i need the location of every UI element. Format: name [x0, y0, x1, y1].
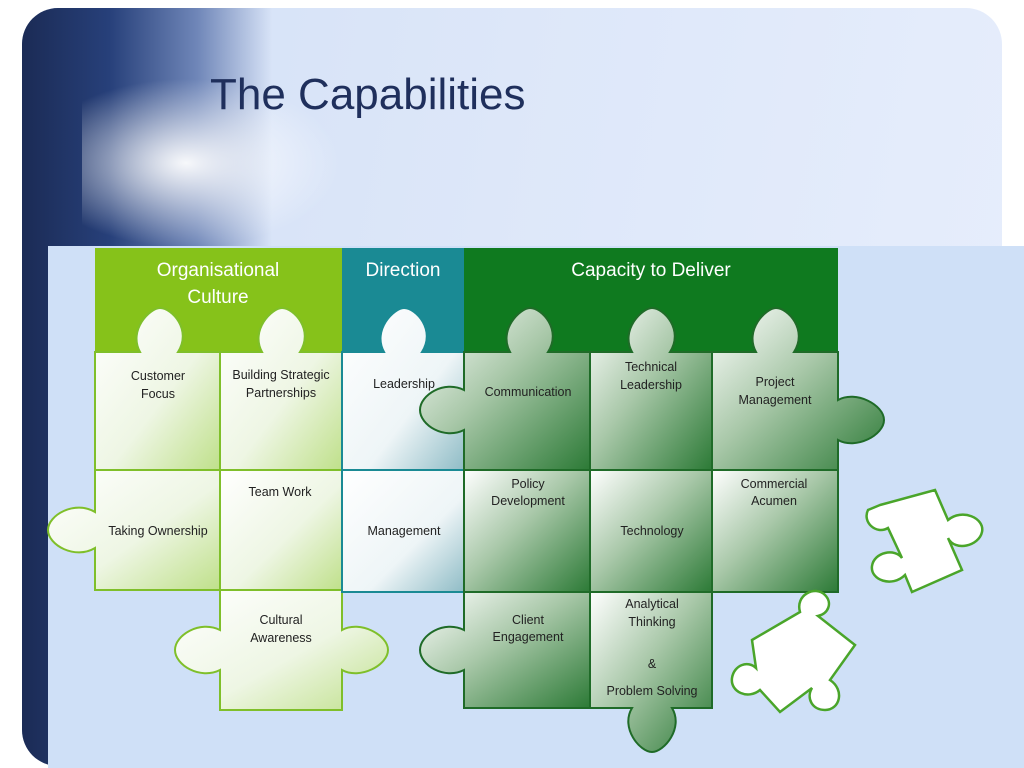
- piece-cultural-awareness: Cultural Awareness: [173, 589, 390, 711]
- commercial-acumen-label-1: Commercial: [741, 477, 808, 491]
- piece-project-management: Project Management: [711, 306, 886, 471]
- building-partnerships-label-1: Building Strategic: [232, 368, 329, 382]
- communication-label: Communication: [485, 385, 572, 399]
- taking-ownership-label: Taking Ownership: [108, 524, 207, 538]
- analytical-label-3: &: [648, 657, 657, 671]
- project-management-label-1: Project: [756, 375, 795, 389]
- policy-development-label-1: Policy: [511, 477, 545, 491]
- loose-piece-lower: [730, 589, 857, 714]
- technical-leadership-label-2: Leadership: [620, 378, 682, 392]
- technology-label: Technology: [620, 524, 684, 538]
- client-engagement-label-2: Engagement: [493, 630, 564, 644]
- piece-management: Management: [341, 469, 465, 593]
- header-org-culture-label-2: Culture: [187, 287, 248, 308]
- commercial-acumen-label-2: Acumen: [751, 494, 797, 508]
- piece-commercial-acumen: Commercial Acumen: [711, 469, 839, 593]
- piece-customer-focus: Customer Focus: [94, 306, 221, 471]
- building-partnerships-label-2: Partnerships: [246, 386, 316, 400]
- header-capacity-label: Capacity to Deliver: [571, 260, 731, 281]
- loose-piece-upper: [865, 488, 984, 594]
- cultural-awareness-label-1: Cultural: [259, 613, 302, 627]
- analytical-label-2: Thinking: [628, 615, 675, 629]
- project-management-label-2: Management: [739, 393, 812, 407]
- customer-focus-label-2: Focus: [141, 387, 175, 401]
- leadership-label: Leadership: [373, 377, 435, 391]
- header-org-culture-label-1: Organisational: [157, 260, 280, 281]
- piece-policy-development: Policy Development: [463, 469, 591, 593]
- management-label: Management: [368, 524, 441, 538]
- piece-technical-leadership: Technical Leadership: [589, 306, 713, 471]
- decorative-glow: [82, 78, 342, 248]
- header-direction-label: Direction: [366, 260, 441, 281]
- piece-taking-ownership: Taking Ownership: [46, 469, 221, 591]
- customer-focus-label-1: Customer: [131, 369, 185, 383]
- piece-analytical-thinking: Analytical Thinking & Problem Solving: [589, 591, 713, 754]
- piece-building-partnerships: Building Strategic Partnerships: [219, 306, 343, 471]
- analytical-label-4: Problem Solving: [606, 684, 697, 698]
- piece-team-work: Team Work: [219, 469, 343, 591]
- piece-technology: Technology: [589, 469, 713, 593]
- slide-title: The Capabilities: [210, 70, 526, 119]
- client-engagement-label-1: Client: [512, 613, 544, 627]
- piece-client-engagement: Client Engagement: [418, 591, 591, 709]
- team-work-label: Team Work: [249, 485, 313, 499]
- cultural-awareness-label-2: Awareness: [250, 631, 312, 645]
- analytical-label-1: Analytical: [625, 597, 679, 611]
- technical-leadership-label-1: Technical: [625, 360, 677, 374]
- policy-development-label-2: Development: [491, 494, 565, 508]
